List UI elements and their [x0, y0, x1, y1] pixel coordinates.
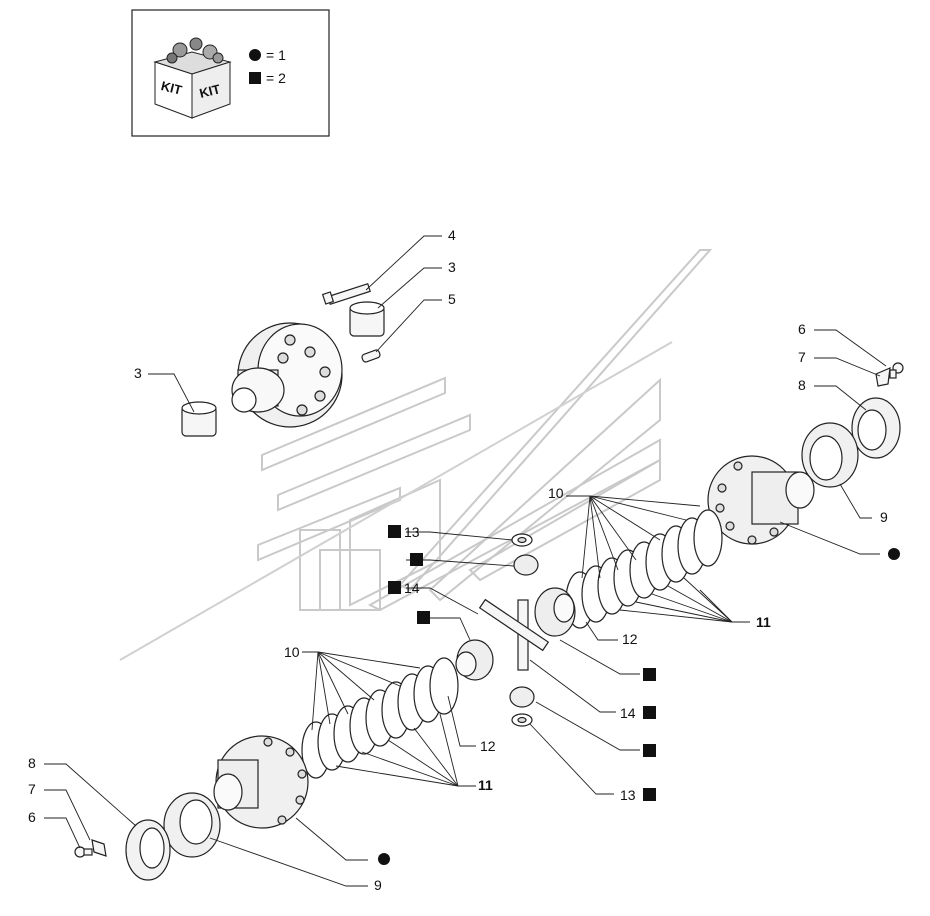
- kit-box-icon: KIT KIT: [153, 37, 232, 119]
- callout-11-upper: 11: [756, 614, 771, 630]
- planet-gear-lower: [509, 686, 535, 708]
- lock-plate-part-7-right: [875, 367, 891, 387]
- ring-nut-part-8-right: [851, 397, 901, 459]
- callout-labels: 4 3 5 3 6 7 8 9 10 13 14 12 11 14 13 10 …: [28, 227, 900, 893]
- callout-8-right: 8: [798, 377, 806, 393]
- bearing-part-9-right: [801, 422, 859, 488]
- cross-pin-part-14-diagonal: [478, 598, 550, 652]
- bearing-part-9-left: [163, 792, 221, 858]
- screw-part-6-right: [889, 362, 904, 379]
- callout-9-left: 9: [374, 877, 382, 893]
- callout-7-right: 7: [798, 349, 806, 365]
- thrust-washer-part-13-lower: [511, 713, 533, 727]
- square-marker-icon: [410, 553, 423, 566]
- square-marker-icon: [643, 788, 656, 801]
- callout-4: 4: [448, 227, 456, 243]
- planet-gear-upper: [513, 554, 539, 576]
- kit-label-right: KIT: [198, 81, 222, 101]
- lower-left-differential-housing: [213, 735, 309, 829]
- callout-7-left: 7: [28, 781, 36, 797]
- callout-14-upper: 14: [404, 580, 420, 596]
- square-marker-icon: [388, 525, 401, 538]
- callout-13-upper: 13: [404, 524, 420, 540]
- upper-side-gear-part-12: [534, 587, 576, 637]
- kit-legend: KIT KIT = 1 = 2: [131, 9, 330, 137]
- pin-part-5: [361, 349, 381, 363]
- callout-3-left: 3: [134, 365, 142, 381]
- lower-right-differential-housing: [707, 455, 815, 545]
- square-marker-icon: [643, 744, 656, 757]
- square-marker-icon: [643, 706, 656, 719]
- leader-lines: [44, 235, 887, 887]
- bolt-part-4: [321, 282, 371, 306]
- circle-marker-icon: [888, 548, 900, 560]
- lower-side-gear: [455, 639, 494, 681]
- lower-clutch-disc-pack: [301, 657, 459, 779]
- callout-12-lower: 12: [480, 738, 496, 754]
- ring-nut-part-8-left: [125, 819, 171, 881]
- callout-14-lower: 14: [620, 705, 636, 721]
- callout-13-lower: 13: [620, 787, 636, 803]
- callout-10-upper: 10: [548, 485, 564, 501]
- bushing-part-3-left: [181, 401, 217, 437]
- square-marker-icon: [643, 668, 656, 681]
- callout-8-left: 8: [28, 755, 36, 771]
- kit-label-left: KIT: [160, 78, 184, 98]
- callout-9-right: 9: [880, 509, 888, 525]
- circle-marker-icon: [378, 853, 390, 865]
- callout-3-top: 3: [448, 259, 456, 275]
- thrust-washer-part-13-upper: [511, 533, 533, 547]
- upper-clutch-disc-pack: [565, 509, 723, 629]
- callout-5: 5: [448, 291, 456, 307]
- bushing-part-3-top: [349, 301, 385, 337]
- square-marker-icon: [249, 72, 261, 84]
- callout-6-left: 6: [28, 809, 36, 825]
- callout-12-upper: 12: [622, 631, 638, 647]
- circle-marker-icon: [249, 49, 261, 61]
- square-qty-label: = 2: [266, 70, 286, 86]
- square-marker-icon: [388, 581, 401, 594]
- upper-differential-housing: [231, 322, 343, 428]
- circle-qty-label: = 1: [266, 47, 286, 63]
- lock-plate-part-7-left: [91, 839, 107, 857]
- screw-part-6-left: [74, 846, 93, 858]
- callout-6-right: 6: [798, 321, 806, 337]
- square-marker-icon: [417, 611, 430, 624]
- callout-11-lower: 11: [478, 777, 493, 793]
- callout-10-lower: 10: [284, 644, 300, 660]
